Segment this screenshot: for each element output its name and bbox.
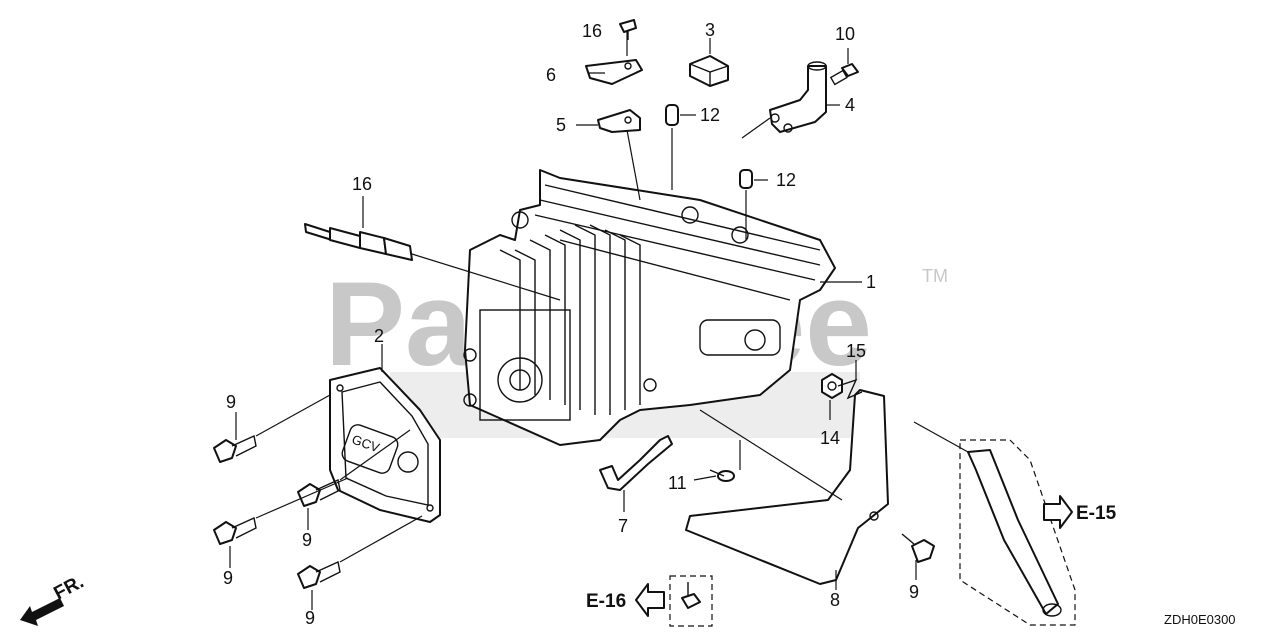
callout-2: 2	[374, 326, 384, 346]
valve-cover[interactable]: GCV	[329, 367, 441, 523]
front-arrow-icon	[20, 598, 64, 626]
leader-lines	[229, 31, 969, 610]
part-9-bolt-d[interactable]	[297, 560, 341, 589]
callout-9-right: 9	[909, 582, 919, 602]
callout-13: 14	[820, 428, 840, 448]
part-12-dowel-a[interactable]	[665, 104, 679, 126]
hose-reference-e15[interactable]	[959, 439, 1076, 626]
part-15-clip[interactable]	[837, 378, 863, 400]
part-3-block[interactable]	[689, 55, 729, 87]
part-11-bolt[interactable]	[709, 469, 735, 482]
reference-e16[interactable]: E-16	[586, 591, 626, 612]
callout-11: 11	[668, 473, 687, 493]
callout-4: 4	[845, 95, 855, 115]
part-6-bracket[interactable]	[585, 59, 643, 85]
part-8-shroud[interactable]	[685, 389, 889, 585]
arrow-e16[interactable]	[635, 583, 665, 617]
callout-8: 8	[830, 590, 840, 610]
part-16-spark-plug[interactable]	[304, 223, 413, 261]
part-12-dowel-b[interactable]	[739, 169, 753, 189]
part-9-bolt-e[interactable]	[901, 533, 935, 563]
callout-14: 16	[582, 21, 602, 41]
front-indicator: FR.	[50, 572, 87, 605]
callout-7: 7	[618, 516, 628, 536]
callout-9-low: 9	[223, 568, 233, 588]
callout-10: 10	[835, 24, 855, 44]
callout-9-top: 9	[226, 392, 236, 412]
part-9-bolt-a[interactable]	[213, 434, 257, 463]
part-13-nut[interactable]	[821, 373, 843, 399]
cylinder-head[interactable]	[463, 169, 836, 446]
part-7-tube[interactable]	[599, 435, 673, 491]
watermark-trademark: TM	[922, 266, 948, 286]
part-4-breather-pipe[interactable]	[769, 61, 827, 133]
callout-12-lower: 12	[776, 170, 796, 190]
callout-1: 1	[866, 272, 876, 292]
bolt-reference-e16[interactable]	[669, 575, 713, 627]
part-5-plate[interactable]	[597, 109, 641, 133]
callout-3: 3	[705, 20, 715, 40]
callout-9-bottom: 9	[305, 608, 315, 628]
callout-5: 5	[556, 115, 566, 135]
reference-e15[interactable]: E-15	[1076, 503, 1117, 524]
part-9-bolt-c[interactable]	[213, 516, 257, 545]
callout-12-upper: 12	[700, 105, 720, 125]
part-10-bolt[interactable]	[829, 63, 859, 86]
callout-15: 15	[846, 341, 866, 361]
part-14-screw[interactable]	[619, 19, 637, 40]
callout-16: 16	[352, 174, 372, 194]
callout-6: 6	[546, 65, 556, 85]
diagram-code: ZDH0E0300	[1164, 612, 1236, 627]
arrow-e15[interactable]	[1043, 495, 1073, 529]
callout-9-mid: 9	[302, 530, 312, 550]
